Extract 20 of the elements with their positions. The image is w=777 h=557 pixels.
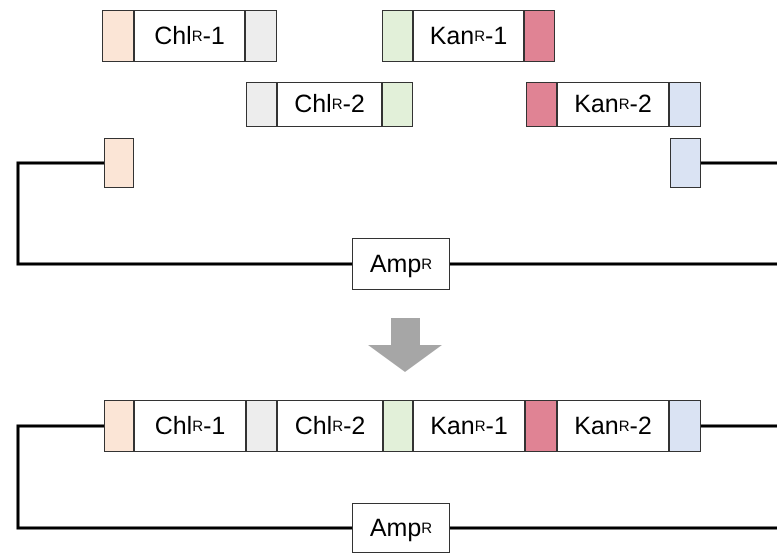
overlap-region-box: [382, 10, 413, 62]
plasmid-backbone-line: [16, 162, 352, 266]
overlap-region-box: [524, 10, 555, 62]
overlap-region-box: [669, 400, 701, 452]
plasmid-backbone-line: [450, 424, 777, 530]
overlap-region-box: [525, 400, 557, 452]
overlap-region-box: [669, 82, 701, 127]
overlap-region-box: [382, 82, 413, 127]
overlap-region-box: [246, 400, 277, 452]
overlap-region-box: [104, 138, 134, 188]
plasmid-backbone-line: [16, 424, 352, 530]
overlap-region-box: [246, 82, 277, 127]
overlap-region-box: [526, 82, 557, 127]
overlap-region-box: [245, 10, 277, 62]
overlap-region-box: [104, 400, 134, 452]
overlap-region-box: [102, 10, 134, 62]
block-arrow: [368, 318, 442, 372]
overlap-region-box: [383, 400, 413, 452]
plasmid-backbone-line: [450, 162, 777, 266]
overlap-region-box: [670, 138, 701, 188]
